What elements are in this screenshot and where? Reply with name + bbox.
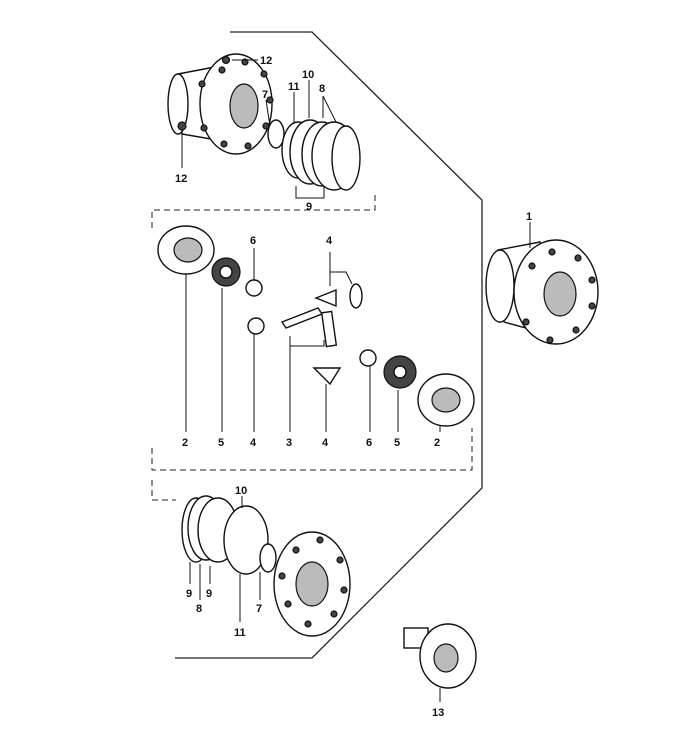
callout-7-lower: 7 bbox=[256, 603, 262, 615]
pinion-gear-left bbox=[247, 317, 265, 432]
callout-labels: 1 2 2 3 4 4 4 5 5 6 6 7 7 8 8 9 9 9 10 1… bbox=[175, 55, 532, 719]
bolt-upper bbox=[221, 55, 258, 65]
bolt-lower bbox=[177, 121, 187, 168]
callout-4-mid: 4 bbox=[322, 437, 329, 449]
callout-8-lower: 8 bbox=[196, 603, 202, 615]
lower-clutch-plate-stack bbox=[181, 495, 277, 622]
callout-6-top: 6 bbox=[250, 235, 256, 247]
upper-clutch-plate-stack bbox=[265, 80, 361, 199]
pinion-gear-top bbox=[314, 252, 363, 309]
callout-2-left: 2 bbox=[182, 437, 188, 449]
callout-13: 13 bbox=[432, 707, 444, 719]
drive-flange bbox=[403, 623, 477, 702]
callout-1: 1 bbox=[526, 211, 532, 223]
callout-12-top: 12 bbox=[260, 55, 272, 67]
callout-10-upper: 10 bbox=[302, 69, 314, 81]
callout-5-right: 5 bbox=[394, 437, 400, 449]
side-gear-left bbox=[211, 257, 241, 432]
cross-shaft bbox=[280, 307, 338, 432]
callout-12-bottom: 12 bbox=[175, 173, 187, 185]
thrust-washer-right bbox=[359, 349, 377, 432]
side-ring-lower bbox=[417, 373, 475, 432]
lower-housing-cover bbox=[273, 531, 351, 637]
upper-housing-cover bbox=[167, 53, 274, 155]
callout-4-top: 4 bbox=[326, 235, 333, 247]
callout-4-left: 4 bbox=[250, 437, 257, 449]
callout-9-upper: 9 bbox=[306, 201, 312, 213]
callout-8-upper: 8 bbox=[319, 83, 325, 95]
callout-5-left: 5 bbox=[218, 437, 224, 449]
pinion-gear-bottom bbox=[312, 367, 342, 432]
callout-6-bottom: 6 bbox=[366, 437, 372, 449]
side-gear-right bbox=[383, 355, 417, 432]
callout-9-lower-left: 9 bbox=[186, 588, 192, 600]
callout-11-upper: 11 bbox=[288, 81, 300, 93]
callout-3: 3 bbox=[286, 437, 292, 449]
callout-7-upper: 7 bbox=[262, 89, 268, 101]
callout-2-right: 2 bbox=[434, 437, 440, 449]
callout-11-lower: 11 bbox=[234, 627, 246, 639]
thrust-washer-left bbox=[245, 248, 263, 297]
callout-10-lower: 10 bbox=[235, 485, 247, 497]
side-ring-upper bbox=[157, 225, 215, 432]
assembly-boundary bbox=[151, 31, 483, 659]
differential-housing bbox=[485, 222, 599, 345]
callout-9-lower-right: 9 bbox=[206, 588, 212, 600]
